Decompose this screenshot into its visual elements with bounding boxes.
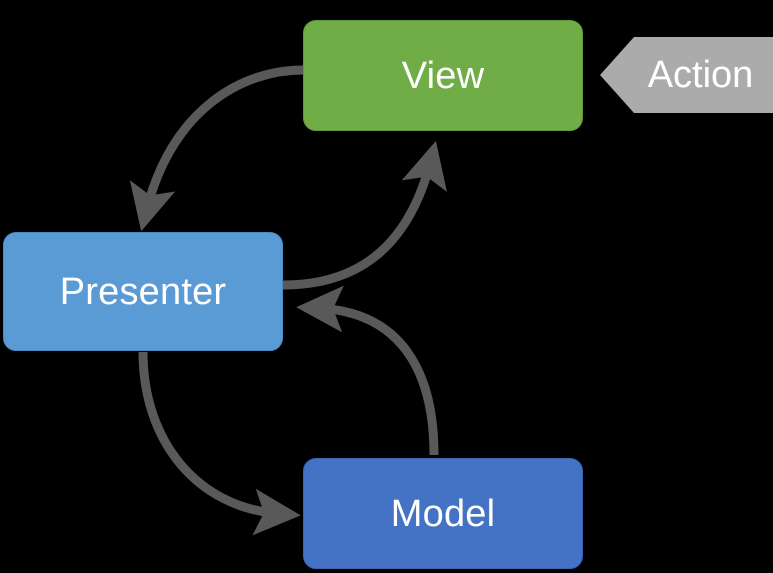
connector-view-to-presenter <box>129 65 304 232</box>
node-view-label: View <box>401 54 485 97</box>
node-model-label: Model <box>390 492 496 535</box>
node-action-label: Action <box>647 54 754 96</box>
action-arrow-shape <box>600 37 773 113</box>
node-model[interactable]: Model <box>303 458 583 569</box>
node-presenter[interactable]: Presenter <box>3 232 283 351</box>
connector-presenter-to-model <box>138 351 301 536</box>
connector-presenter-to-view <box>282 140 447 290</box>
node-action[interactable]: Action <box>600 37 773 113</box>
node-view[interactable]: View <box>303 20 583 131</box>
node-presenter-label: Presenter <box>59 270 227 313</box>
connector-model-to-presenter <box>296 285 439 456</box>
